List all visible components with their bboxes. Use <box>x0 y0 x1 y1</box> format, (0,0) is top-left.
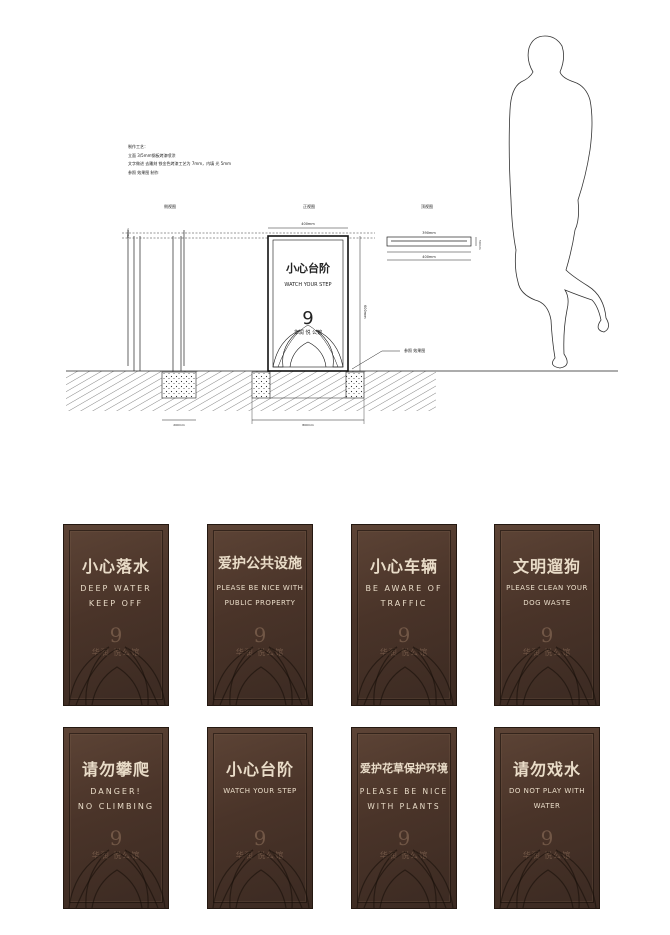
sign-title: 小心台阶 <box>225 760 294 779</box>
ground-hatch <box>66 370 618 411</box>
front-logo-text: 华润 悦 公馆 <box>294 329 322 336</box>
note-line: 制作工艺： <box>128 144 148 149</box>
logo: 9 华润 悦公馆 <box>352 828 456 861</box>
note-line: 文字做进 去雕刻 铁金色烤漆工艺为 7mm，内填 光 5mm <box>128 161 232 166</box>
logo: 9 华润 悦公馆 <box>208 828 312 861</box>
sign-card: 请勿戏水 DO NOT PLAY WITH WATER 9 华润 悦公馆 <box>494 727 600 909</box>
sign-english: PLEASE BE NICE WITH PUBLIC PROPERTY <box>216 584 304 607</box>
sign-title: 请勿攀爬 <box>81 760 150 779</box>
side-view <box>127 230 185 371</box>
sign-card: 小心台阶 WATCH YOUR STEP 9 华润 悦公馆 <box>207 727 313 909</box>
wing-ornament <box>212 646 310 705</box>
logo: 9 华润 悦公馆 <box>64 828 168 861</box>
logo-number: 9 <box>109 623 123 647</box>
dim-top-depth: 50mm <box>478 240 482 250</box>
wing-ornament <box>356 849 454 908</box>
wing-ornament <box>356 646 454 705</box>
sign-english: WATCH YOUR STEP <box>223 787 297 795</box>
logo-text: 华润 悦公馆 <box>522 851 572 860</box>
logo-text: 华润 悦公馆 <box>522 648 572 657</box>
sign-title: 小心落水 <box>81 557 150 576</box>
sign-card: 小心落水 DEEP WATER KEEP OFF 9 华润 悦公馆 <box>63 524 169 706</box>
human-scale-figure <box>508 35 609 369</box>
dim-top-outer: 400mm <box>422 255 436 259</box>
view-label-top: 顶视图 <box>421 203 433 209</box>
logo-text: 华润 悦公馆 <box>235 851 285 860</box>
logo-number: 9 <box>253 826 267 850</box>
wing-ornament <box>499 646 597 705</box>
logo: 9 华润 悦公馆 <box>495 625 599 658</box>
logo: 9 华润 悦公馆 <box>64 625 168 658</box>
dim-top-inner: 390mm <box>422 231 436 235</box>
logo-text: 华润 悦公馆 <box>91 851 141 860</box>
front-view <box>267 235 349 372</box>
view-label-side: 侧视图 <box>164 203 176 209</box>
dim-foot-main: 800mm <box>302 423 314 427</box>
note-line: 立面 3/5mm钢板烤漆喷涂 <box>128 152 176 158</box>
front-sign-title: 小心台阶 <box>285 261 331 275</box>
sign-english: PLEASE CLEAN YOUR DOG WASTE <box>506 584 588 607</box>
sign-english: DO NOT PLAY WITH WATER <box>509 787 585 810</box>
sign-title: 小心车辆 <box>369 557 438 576</box>
sign-english: DEEP WATER KEEP OFF <box>80 584 152 608</box>
logo: 9 华润 悦公馆 <box>352 625 456 658</box>
callout-label: 参照 效果图 <box>404 347 425 353</box>
sign-card: 请勿攀爬 DANGER! NO CLIMBING 9 华润 悦公馆 <box>63 727 169 909</box>
fabrication-notes: 制作工艺： 立面 3/5mm钢板烤漆喷涂 文字做进 去雕刻 铁金色烤漆工艺为 7… <box>128 143 231 177</box>
logo: 9 华润 悦公馆 <box>495 828 599 861</box>
top-view <box>386 236 477 261</box>
sign-card: 爱护花草保护环境 PLEASE BE NICE WITH PLANTS 9 华润… <box>351 727 457 909</box>
sign-title: 爱护公共设施 <box>218 556 302 572</box>
wing-ornament <box>212 849 310 908</box>
wing-ornament <box>68 849 166 908</box>
logo: 9 华润 悦公馆 <box>208 625 312 658</box>
note-line: 参照 效果图 制作 <box>128 169 159 175</box>
callout-leader <box>351 350 400 370</box>
sign-english: PLEASE BE NICE WITH PLANTS <box>359 787 449 811</box>
logo-number: 9 <box>397 623 411 647</box>
logo-number: 9 <box>540 623 554 647</box>
sign-title: 文明遛狗 <box>512 557 581 576</box>
sign-card: 文明遛狗 PLEASE CLEAN YOUR DOG WASTE 9 华润 悦公… <box>494 524 600 706</box>
sign-english: BE AWARE OF TRAFFIC <box>365 584 443 608</box>
wing-ornament <box>68 646 166 705</box>
view-label-front: 正视图 <box>303 203 315 209</box>
sign-title: 请勿戏水 <box>512 760 581 779</box>
wing-ornament <box>499 849 597 908</box>
sign-english: DANGER! NO CLIMBING <box>77 787 155 811</box>
front-logo-number: 9 <box>302 308 313 329</box>
dim-foot-left: 200mm <box>173 423 185 427</box>
logo-text: 华润 悦公馆 <box>91 648 141 657</box>
logo-text: 华润 悦公馆 <box>379 648 429 657</box>
logo-text: 华润 悦公馆 <box>235 648 285 657</box>
sign-card: 小心车辆 BE AWARE OF TRAFFIC 9 华润 悦公馆 <box>351 524 457 706</box>
dim-front-height: 600mm <box>363 305 367 319</box>
front-sign-subtitle: WATCH YOUR STEP <box>284 282 331 288</box>
logo-number: 9 <box>253 623 267 647</box>
sign-title: 爱护花草保护环境 <box>360 762 448 775</box>
logo-number: 9 <box>397 826 411 850</box>
technical-drawing: 侧视图 正视图 顶视图 70mm 小心台阶 WATCH YOUR STEP 9 … <box>66 35 618 427</box>
dim-side-top: 70mm <box>126 228 130 238</box>
sign-card: 爱护公共设施 PLEASE BE NICE WITH PUBLIC PROPER… <box>207 524 313 706</box>
logo-number: 9 <box>109 826 123 850</box>
logo-number: 9 <box>540 826 554 850</box>
dim-front-width: 400mm <box>301 222 315 226</box>
logo-text: 华润 悦公馆 <box>379 851 429 860</box>
